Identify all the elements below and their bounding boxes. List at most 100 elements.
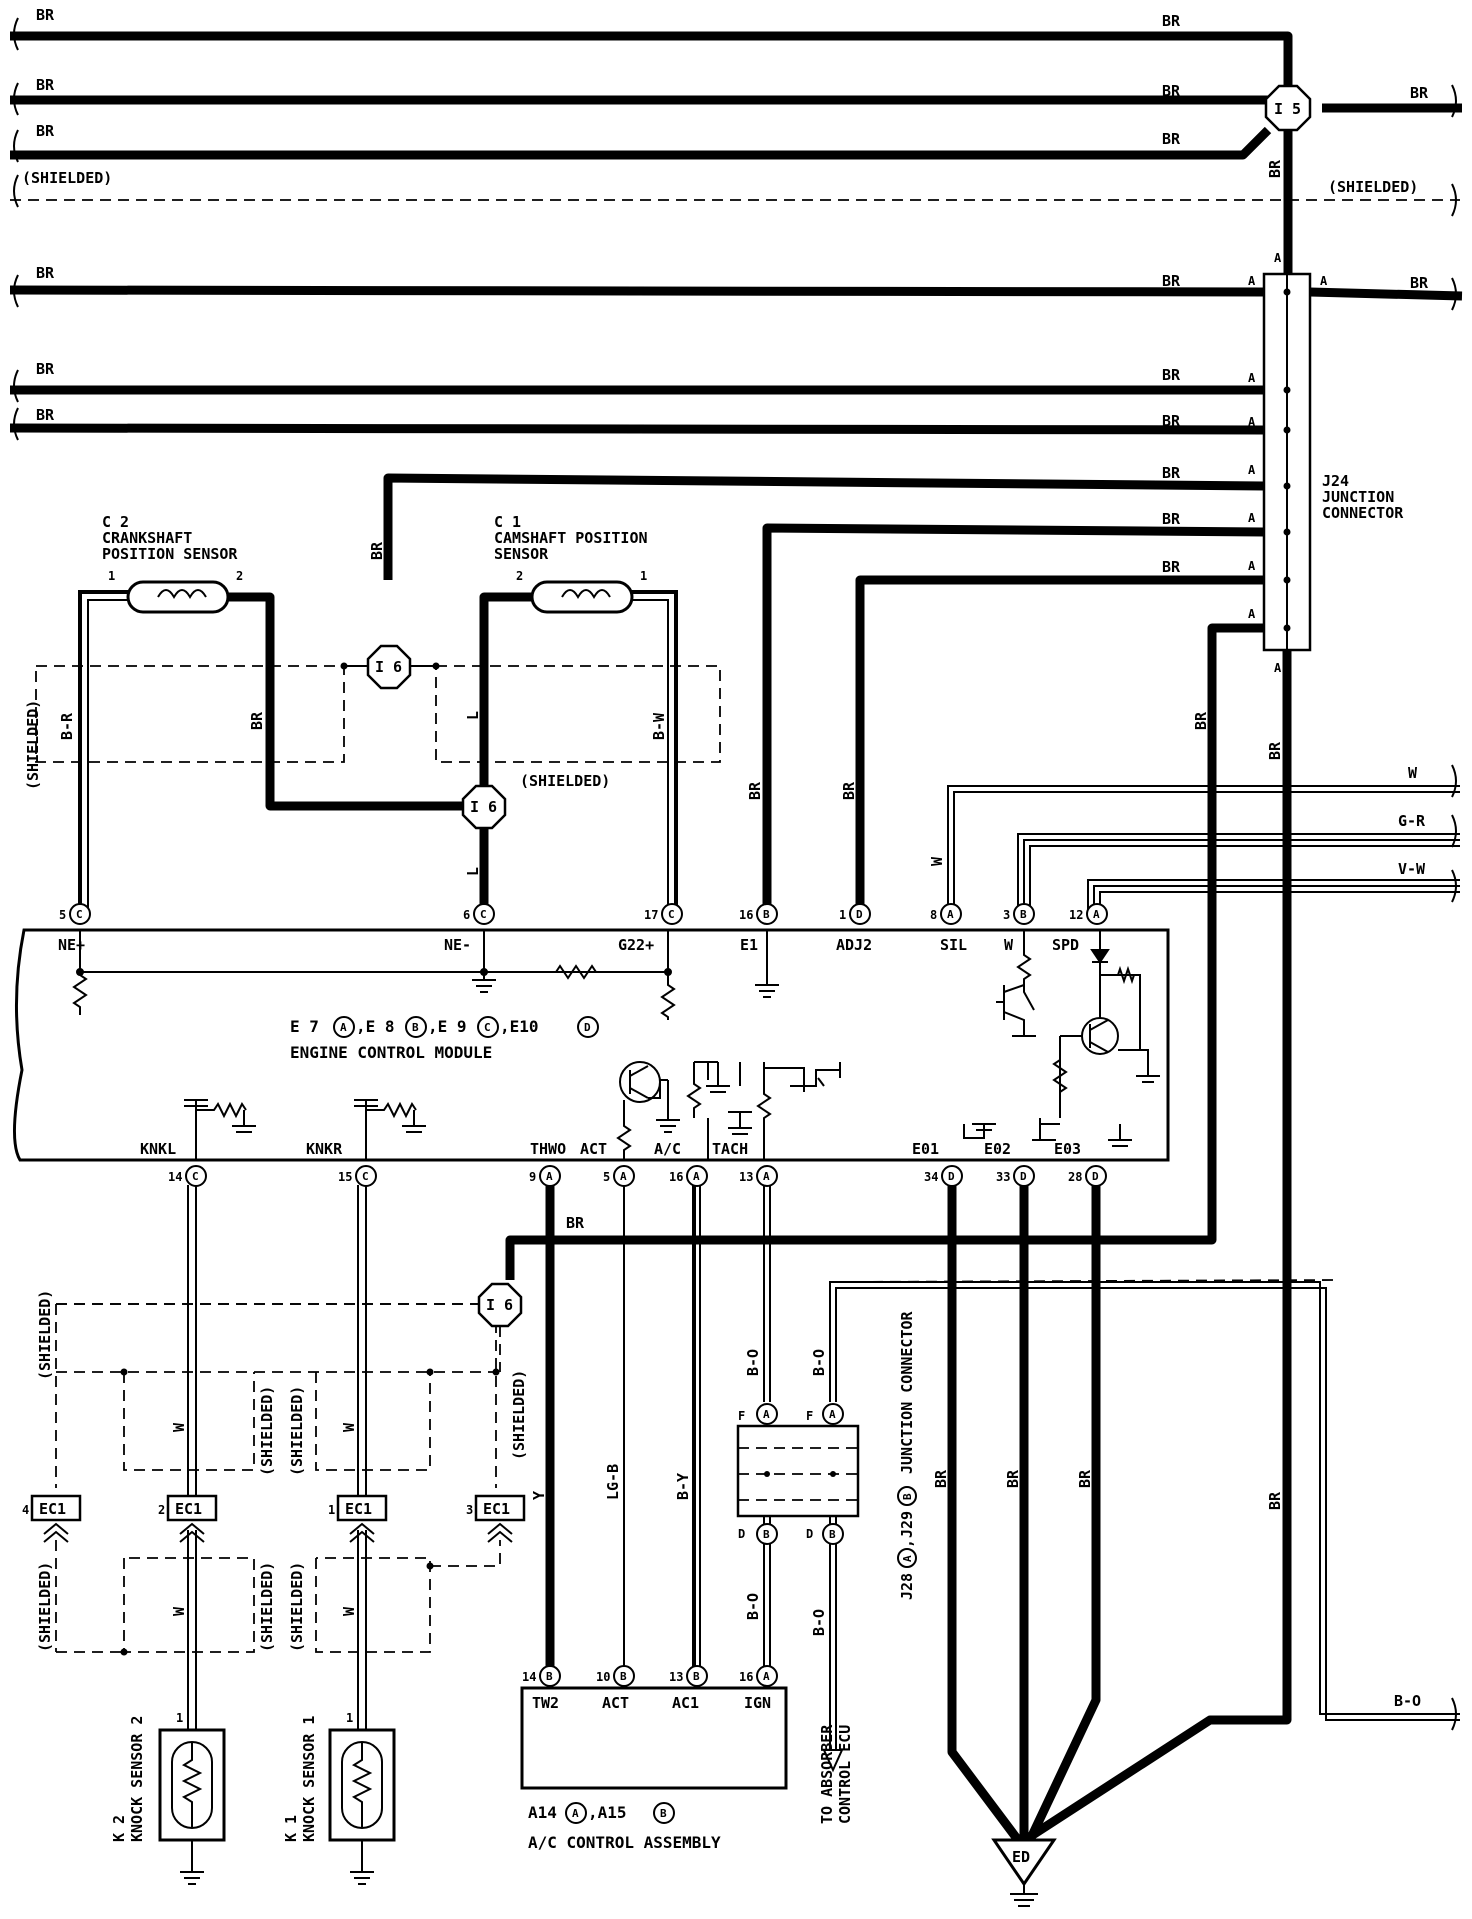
- terminal-name: IGN: [744, 1694, 771, 1712]
- ecm-name: ENGINE CONTROL MODULE: [290, 1043, 492, 1062]
- terminal-pin: A: [693, 1170, 700, 1183]
- terminal-number: 16: [739, 908, 753, 922]
- right-break-marks: [1451, 84, 1457, 1731]
- junction-connector-j24: [1262, 272, 1312, 652]
- wire-label-b-o: B-O: [810, 1349, 828, 1376]
- terminal-name: AC1: [672, 1694, 699, 1712]
- junction-connector-j28-j29: [736, 1424, 860, 1518]
- terminal-number: 6: [463, 908, 470, 922]
- svg-text:A14: A14: [528, 1803, 557, 1822]
- terminal-pin: A: [546, 1170, 553, 1183]
- wire-label-b-o: B-O: [744, 1593, 762, 1620]
- knock-shield-dots: [120, 1368, 500, 1656]
- wire-label-br: BR: [36, 406, 55, 424]
- terminal-name: NE+: [58, 936, 85, 954]
- wire-label-b-y: B-Y: [674, 1473, 692, 1500]
- terminal-number: 16: [669, 1170, 683, 1184]
- shielded-label: (SHIELDED): [24, 700, 42, 790]
- terminal-number: 14: [168, 1170, 182, 1184]
- wire-label-b-o: B-O: [744, 1349, 762, 1376]
- pin-letter: D: [738, 1527, 745, 1541]
- terminal-pin: B: [546, 1670, 553, 1683]
- svg-text:E 7: E 7: [290, 1017, 319, 1036]
- j28-pin-circles: A A B B: [756, 1403, 844, 1545]
- wire-label-br: BR: [36, 76, 55, 94]
- terminal-name: TACH: [712, 1140, 748, 1158]
- pin-letter: F: [806, 1409, 813, 1423]
- ground-wires: [947, 1185, 1101, 1843]
- absorber-line2: CONTROL ECU: [836, 1725, 854, 1824]
- terminal-pin: A: [763, 1670, 770, 1683]
- wire-label-br: BR: [36, 264, 55, 282]
- terminal-number: 34: [924, 1170, 938, 1184]
- pin-number: 2: [236, 569, 243, 583]
- terminal-number: 13: [669, 1670, 683, 1684]
- terminal-number: 13: [739, 1170, 753, 1184]
- terminal-number: 15: [338, 1170, 352, 1184]
- terminal-number: 17: [644, 908, 658, 922]
- wire-label-y: Y: [530, 1491, 548, 1500]
- wire-label-br: BR: [1004, 1469, 1022, 1488]
- svg-text:A: A: [1320, 274, 1328, 288]
- svg-text:B: B: [829, 1528, 836, 1541]
- svg-text:1: 1: [176, 1711, 183, 1725]
- terminal-name: NE-: [444, 936, 471, 954]
- wire-label-br: BR: [1076, 1469, 1094, 1488]
- svg-text:A: A: [1248, 371, 1256, 385]
- terminal-number: 8: [930, 908, 937, 922]
- shielded-label: (SHIELDED): [288, 1562, 306, 1652]
- wire-label-br: BR: [1410, 84, 1429, 102]
- wire-label-br: BR: [1162, 510, 1181, 528]
- shielded-label: (SHIELDED): [510, 1370, 528, 1460]
- shielded-label: (SHIELDED): [1328, 178, 1418, 196]
- terminal-name: E03: [1054, 1140, 1081, 1158]
- knock-sensor-wires: [187, 1185, 367, 1730]
- signal-wires-right: [947, 785, 1460, 912]
- wire-label-br: BR: [840, 781, 858, 800]
- c1-line2: SENSOR: [494, 545, 549, 563]
- svg-text:,E10: ,E10: [500, 1017, 539, 1036]
- knock-shield-dashes: [55, 1303, 501, 1653]
- wire-label-br: BR: [36, 360, 55, 378]
- terminal-pin: A: [947, 908, 954, 921]
- wire-label-br: BR: [368, 541, 386, 560]
- terminal-name: TW2: [532, 1694, 559, 1712]
- wire-label-br: BR: [1162, 12, 1181, 30]
- terminal-number: 12: [1069, 908, 1083, 922]
- wire-label-br: BR: [1266, 1491, 1284, 1510]
- camshaft-position-sensor-c1: [530, 580, 634, 614]
- j24-feed-wires: [383, 473, 1292, 1844]
- terminal-number: 9: [529, 1170, 536, 1184]
- ec1-number: 3: [466, 1503, 473, 1517]
- splice-i6-mid: I 6: [461, 784, 507, 830]
- k2-id: K 2: [110, 1815, 128, 1842]
- k1-name: KNOCK SENSOR 1: [300, 1716, 318, 1842]
- shielded-label: (SHIELDED): [258, 1562, 276, 1652]
- terminal-pin: D: [1092, 1170, 1099, 1183]
- k1-id: K 1: [282, 1815, 300, 1842]
- svg-text:A: A: [829, 1408, 836, 1421]
- pin-letter: F: [738, 1409, 745, 1423]
- terminal-number: 33: [996, 1170, 1010, 1184]
- svg-text:,: ,: [898, 1539, 916, 1548]
- pin-letter: D: [806, 1527, 813, 1541]
- terminal-name: ADJ2: [836, 936, 872, 954]
- wire-label-w: W: [928, 856, 946, 866]
- terminal-name: ACT: [580, 1140, 607, 1158]
- ec1-number: 2: [158, 1503, 165, 1517]
- c2-id: C 2: [102, 513, 129, 531]
- j24-pin-labels: A A A A A A A A A A: [1248, 251, 1328, 675]
- svg-text:A: A: [1274, 661, 1282, 675]
- k2-name: KNOCK SENSOR 2: [128, 1716, 146, 1842]
- terminal-pin: D: [948, 1170, 955, 1183]
- svg-text:ED: ED: [1012, 1848, 1030, 1866]
